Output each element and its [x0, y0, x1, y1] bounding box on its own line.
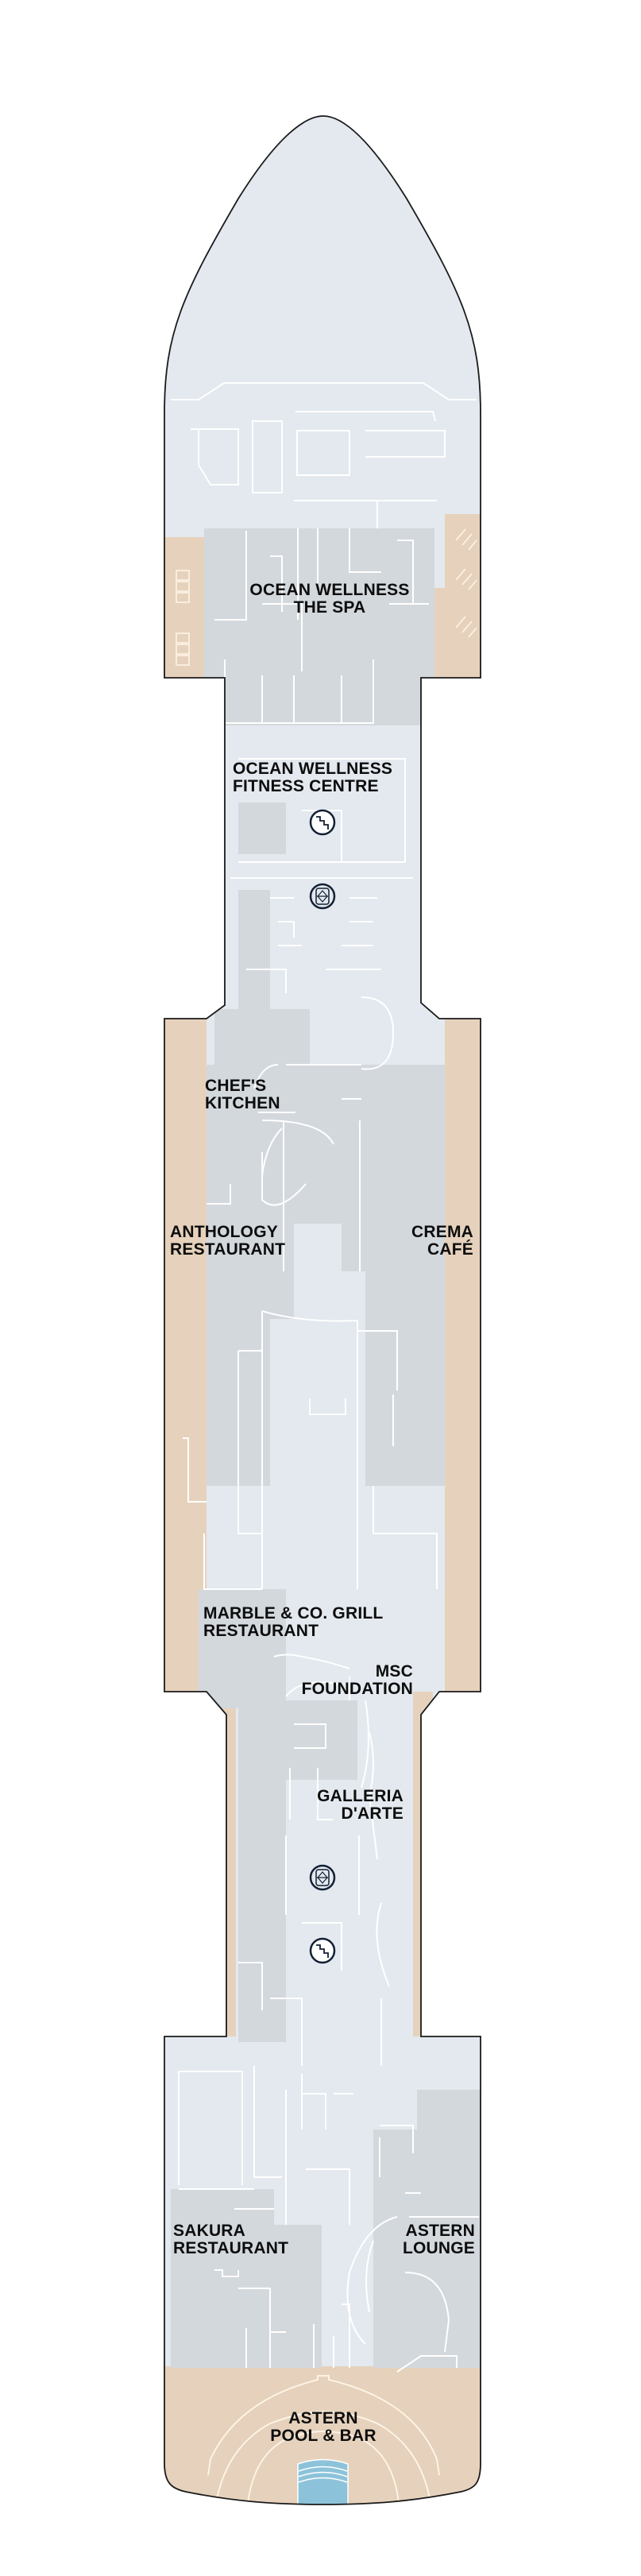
- venue-label-line: MARBLE & CO. GRILL: [203, 1604, 384, 1623]
- venue-astern-lounge[interactable]: ASTERN LOUNGE: [373, 2222, 475, 2257]
- venue-label-line: ASTERN: [405, 2222, 475, 2240]
- venue-label-line: MSC: [375, 1662, 413, 1681]
- venue-label-line: FOUNDATION: [301, 1680, 413, 1698]
- venue-crema-cafe[interactable]: CREMA CAFÉ: [381, 1224, 473, 1259]
- venue-label-line: OCEAN WELLNESS: [249, 581, 410, 599]
- venue-label-line: RESTAURANT: [170, 1240, 286, 1259]
- venue-astern-pool-bar[interactable]: ASTERN POOL & BAR: [260, 2410, 387, 2445]
- elevator-icon: [309, 883, 336, 910]
- stairs-icon: [309, 1937, 336, 1964]
- hull-outline: [164, 115, 481, 2505]
- venue-label-line: CAFÉ: [427, 1240, 473, 1259]
- venue-label-line: POOL & BAR: [270, 2427, 376, 2445]
- venue-label-line: THE SPA: [293, 598, 366, 617]
- venue-label-line: OCEAN WELLNESS: [233, 760, 393, 778]
- venue-galleria-darte[interactable]: GALLERIA D'ARTE: [294, 1788, 404, 1823]
- venue-label-line: RESTAURANT: [173, 2239, 289, 2257]
- venue-msc-foundation[interactable]: MSC FOUNDATION: [270, 1663, 413, 1698]
- venue-ocean-wellness-fitness[interactable]: OCEAN WELLNESS FITNESS CENTRE: [233, 760, 392, 795]
- venue-label-line: ANTHOLOGY: [170, 1223, 278, 1241]
- venue-label-line: SAKURA: [173, 2222, 246, 2240]
- wall-lines: [171, 382, 479, 2373]
- venue-label-line: D'ARTE: [341, 1804, 404, 1823]
- venue-label-line: ASTERN: [288, 2409, 358, 2427]
- venue-chefs-kitchen[interactable]: CHEF'S KITCHEN: [205, 1077, 280, 1112]
- venue-label-line: CHEF'S: [205, 1077, 267, 1095]
- elevator-icon: [309, 1864, 336, 1891]
- pool-deck-arcs: [207, 2375, 440, 2504]
- sun-loungers: [176, 528, 477, 666]
- venue-label-line: KITCHEN: [205, 1094, 280, 1112]
- venue-label-line: CREMA: [411, 1223, 473, 1241]
- venue-anthology-restaurant[interactable]: ANTHOLOGY RESTAURANT: [170, 1224, 285, 1259]
- venue-label-line: GALLERIA: [317, 1787, 404, 1805]
- venue-ocean-wellness-spa[interactable]: OCEAN WELLNESS THE SPA: [238, 582, 421, 617]
- venue-label-line: RESTAURANT: [203, 1622, 319, 1640]
- venue-marble-co-grill[interactable]: MARBLE & CO. GRILL RESTAURANT: [203, 1605, 383, 1640]
- stairs-icon: [309, 809, 336, 836]
- astern-pool: [297, 2458, 349, 2504]
- venue-sakura-restaurant[interactable]: SAKURA RESTAURANT: [173, 2222, 288, 2257]
- venue-label-line: LOUNGE: [402, 2239, 475, 2257]
- venue-label-line: FITNESS CENTRE: [233, 777, 379, 795]
